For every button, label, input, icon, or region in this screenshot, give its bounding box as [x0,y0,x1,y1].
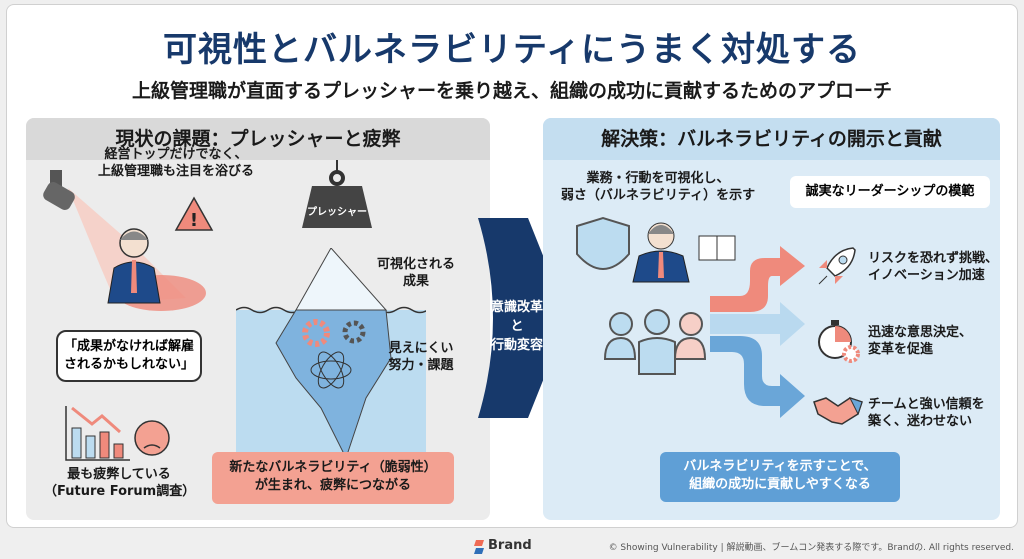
outcome-arrows [710,246,805,418]
iceberg-top-line: 成果 [402,274,429,289]
result-line: バルネラビリティを示すことで、 [683,459,877,474]
copyright-text: © Showing Vulnerability | 解説動画、ブームコン発表する… [608,543,1014,553]
thought-line: されるかもしれない」 [63,357,194,372]
solution-header: 解決策：バルネラビリティの開示と貢献 [543,118,1000,160]
iceberg-top-line: 可視化される [376,257,455,272]
stopwatch-gear-icon [818,320,860,363]
burnout-line: （Future Forum調査） [44,484,196,499]
thought-line: 「成果がなければ解雇 [63,339,194,354]
outcome-line: チームと強い信頼を [868,397,985,412]
thought-bubble: 「成果がなければ解雇 されるかもしれない」 [56,330,202,382]
page-subtitle: 上級管理職が直面するプレッシャーを乗り越え、組織の成功に貢献するためのアプローチ [131,80,892,102]
page-title: 可視性とバルネラビリティにうまく対処する [163,30,861,70]
solution-result-box: バルネラビリティを示すことで、 組織の成功に貢献しやすくなる [660,452,900,502]
outcome-text: リスクを恐れず挑戦、 イノベーション加速 [868,250,998,284]
rocket-icon [818,247,856,285]
handshake-icon [813,397,863,425]
pressure-weight-icon [302,160,372,228]
result-line: 新たなバルネラビリティ（脆弱性） [229,460,437,475]
outcome-text: 迅速な意思決定、 変革を促進 [868,324,972,358]
lead-line: 業務・行動を可視化し、 [586,171,730,186]
outcome-text: チームと強い信頼を 築く、迷わせない [868,396,985,430]
current-issues-header: 現状の課題：プレッシャーと疲弊 [26,118,490,160]
spotlight-line: 経営トップだけでなく、 [104,147,248,162]
spotlight-text: 経営トップだけでなく、 上級管理職も注目を浴びる [86,146,266,180]
outcome-line: 迅速な意思決定、 [868,325,973,340]
leader-team-arrows-illustration [576,216,736,375]
burnout-line: 最も疲弊している [67,467,171,482]
lead-line: 弱さ（バルネラビリティ）を示す [560,188,756,203]
iceberg-bottom-label: 見えにくい 努力・課題 [386,340,456,374]
brand-name: Brand [488,538,532,553]
result-line: 組織の成功に貢献しやすくなる [689,477,871,492]
transition-line: と [510,319,524,334]
outcome-line: イノベーション加速 [868,268,985,283]
transition-label: 意識改革 と 行動変容 [482,298,552,355]
iceberg-bottom-line: 見えにくい [388,341,454,356]
solution-lead: 業務・行動を可視化し、 弱さ（バルネラビリティ）を示す [553,170,763,204]
current-issues-panel: 現状の課題：プレッシャーと疲弊 経営トップだけでなく、 上級管理職も注目を浴びる… [26,118,490,520]
brand-logo-icon [474,540,484,554]
declining-chart-sad-face-icon [65,406,170,461]
outcome-line: 変革を促進 [868,342,934,357]
result-line: が生まれ、疲弊につながる [254,478,412,493]
burnout-label: 最も疲弊している （Future Forum調査） [44,466,196,500]
footer: Brand © Showing Vulnerability | 解説動画、ブーム… [0,535,1024,559]
transition-line: 行動変容 [490,338,543,353]
weight-label: プレッシャー [307,207,367,218]
iceberg-top-label: 可視化される 成果 [376,256,456,290]
new-vulnerability-box: 新たなバルネラビリティ（脆弱性） が生まれ、疲弊につながる [212,452,454,504]
spotlight-manager-icon: ! [43,170,214,311]
outcome-line: 築く、迷わせない [868,414,973,429]
transition-line: 意識改革 [490,300,543,315]
iceberg-bottom-line: 努力・課題 [388,358,454,373]
spotlight-line: 上級管理職も注目を浴びる [97,164,254,179]
svg-text:!: ! [190,210,198,231]
outcome-line: リスクを恐れず挑戦、 [868,251,999,266]
iceberg-icon [236,248,426,478]
leadership-model-box: 誠実なリーダーシップの模範 [790,176,990,208]
